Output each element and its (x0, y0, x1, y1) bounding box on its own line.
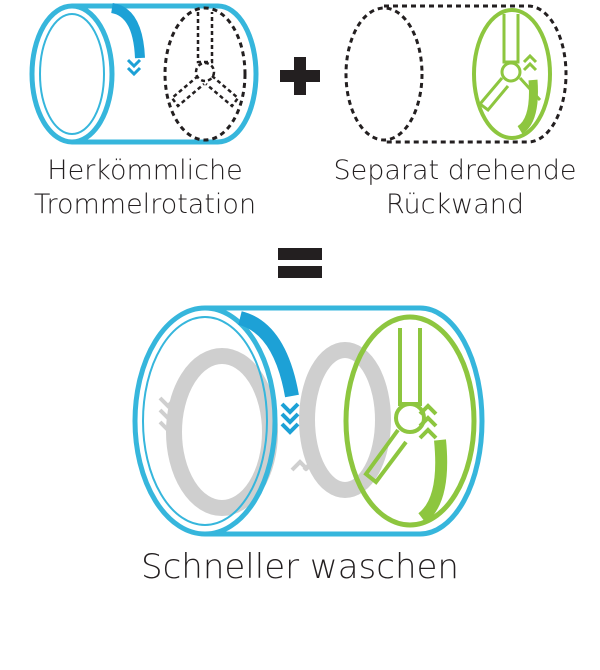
equals-operator-icon (278, 248, 322, 278)
conventional-drum-icon (29, 3, 259, 145)
blue-chevron-icon (280, 402, 300, 435)
separate-label-line2: Rückwand (385, 189, 525, 220)
result-label: Schneller waschen (141, 547, 459, 587)
conventional-label-line1: Herkömmliche (47, 155, 243, 186)
conventional-label-line2: Trommelrotation (33, 189, 257, 220)
rotation-ring-icon (166, 342, 391, 516)
dashed-spokes-icon (170, 12, 240, 108)
plus-operator-icon (280, 57, 320, 95)
green-chevron-icon (418, 403, 438, 440)
separate-backplate-label: Separat drehende Rückwand (320, 154, 590, 222)
separate-backplate-icon (344, 4, 568, 144)
separate-label-line1: Separat drehende (333, 155, 577, 186)
gray-chevron-icon (158, 396, 322, 472)
blue-chevron-icon (126, 58, 142, 77)
conventional-rotation-label: Herkömmliche Trommelrotation (10, 154, 280, 222)
green-spokes-icon (363, 328, 426, 485)
combined-drum-icon (132, 305, 485, 537)
green-chevron-icon (522, 53, 538, 72)
